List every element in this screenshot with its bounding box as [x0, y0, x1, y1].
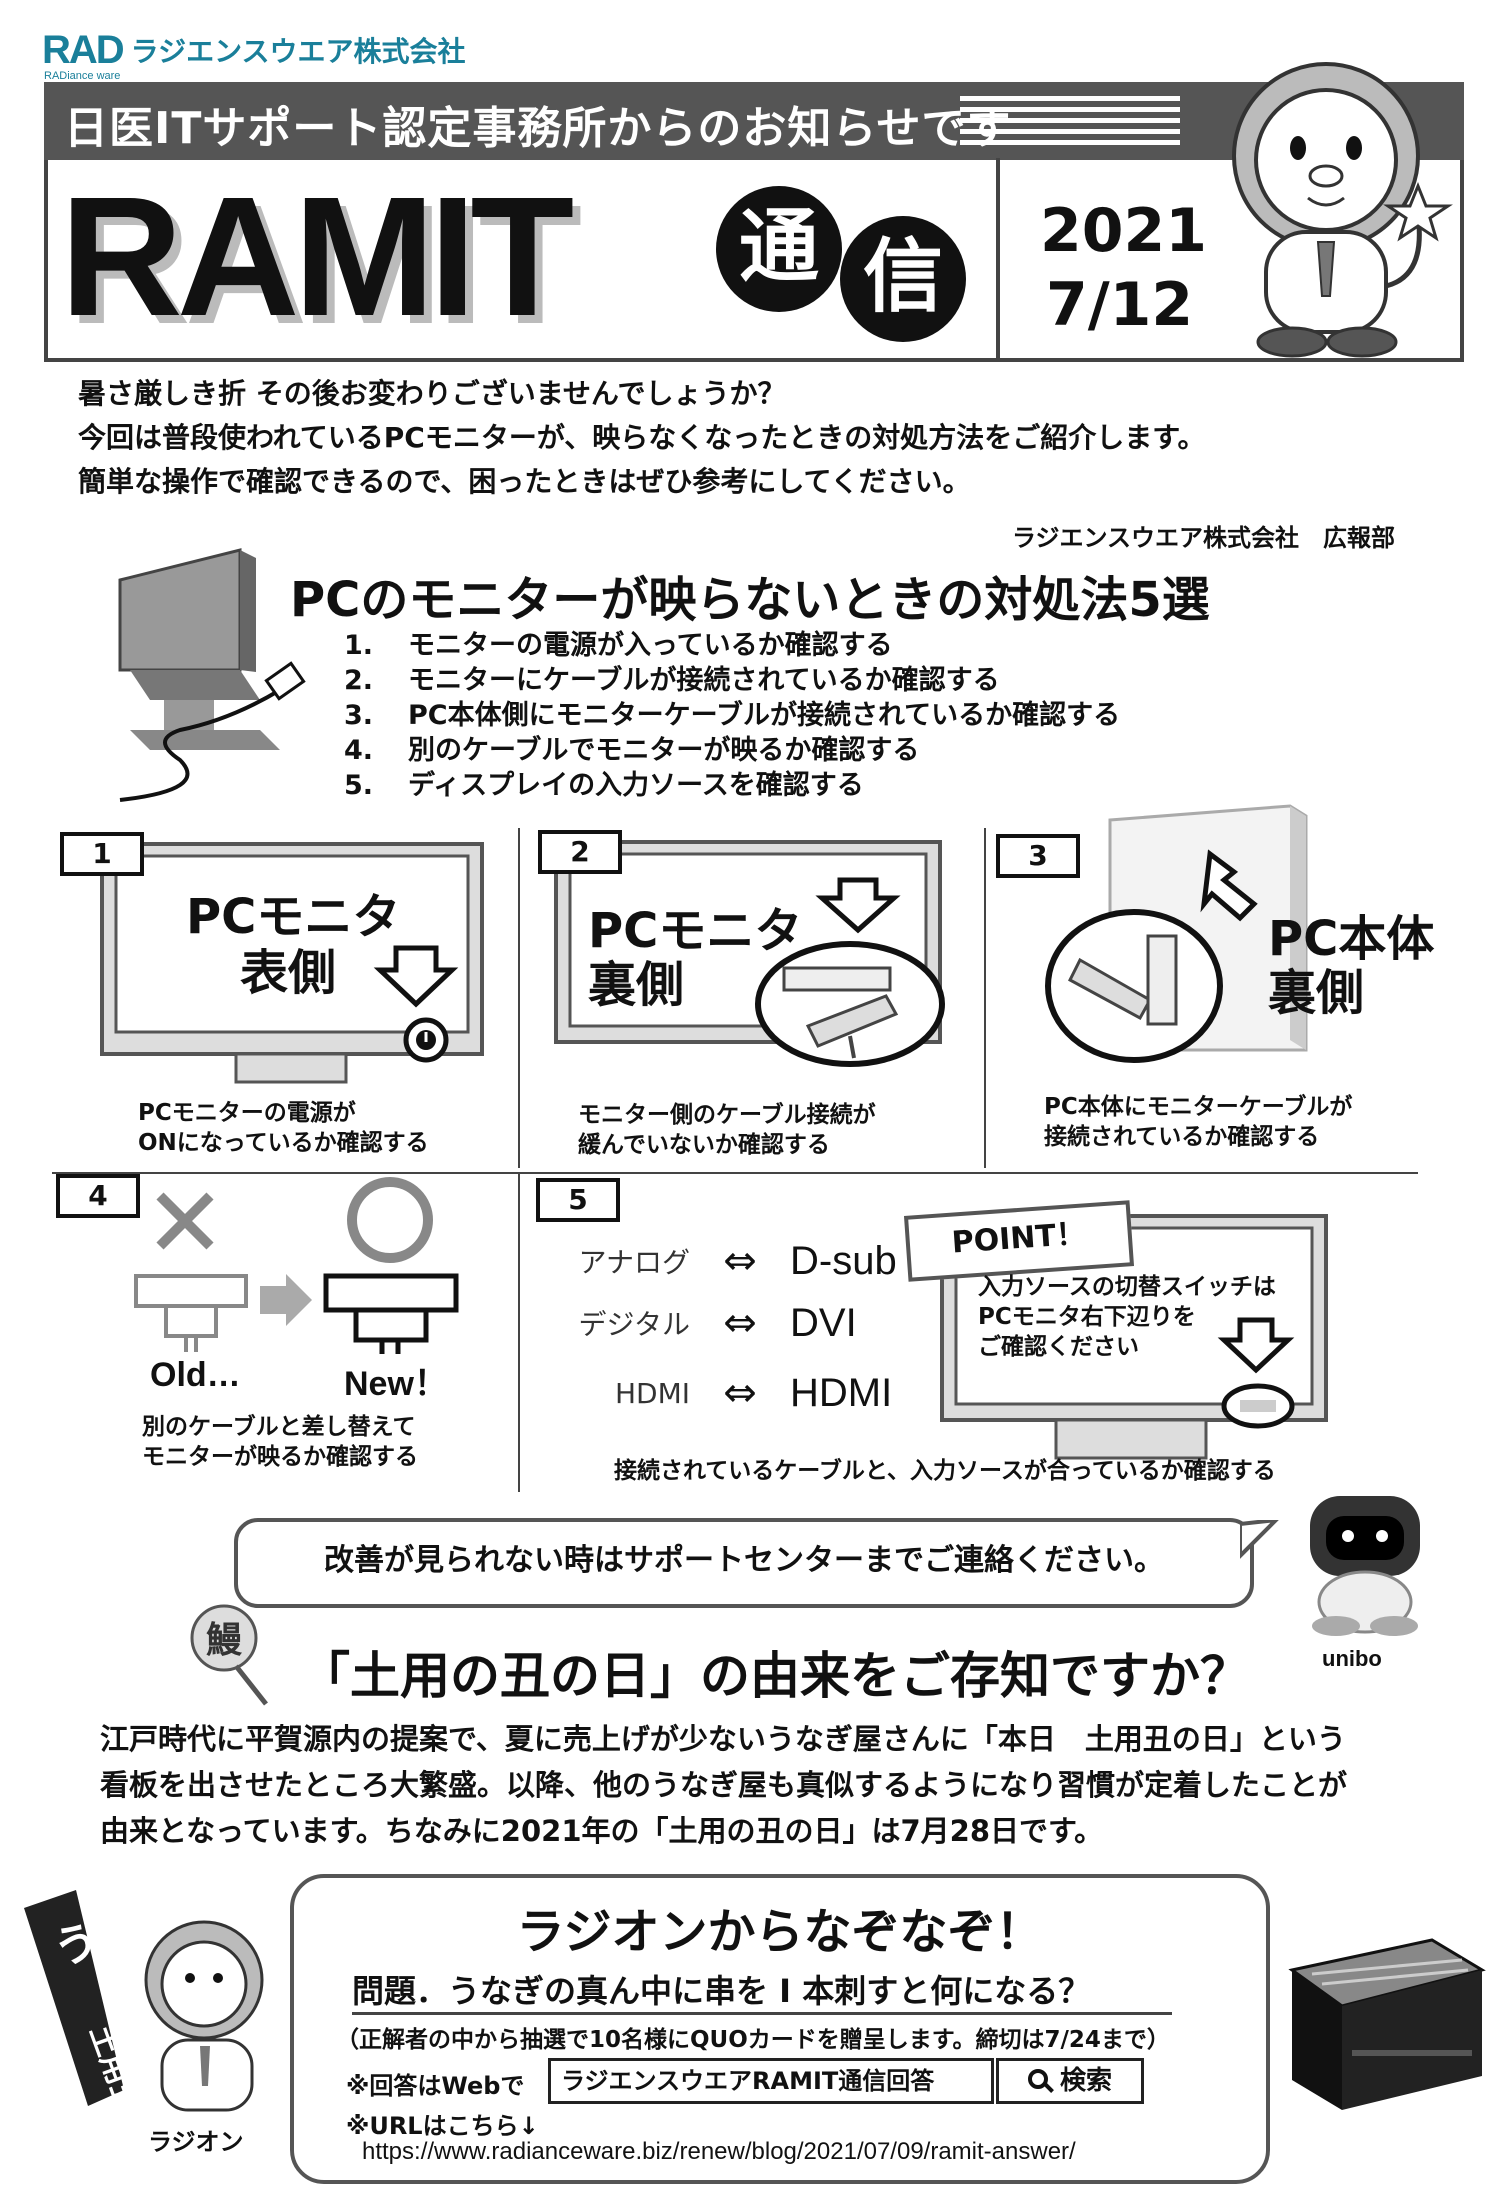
double-arrow-icon: ⇔ — [723, 1370, 757, 1416]
company-name: ラジエンスウエア株式会社 — [130, 35, 466, 68]
title-kanji-shin: 信 — [840, 216, 966, 342]
signal-pair-hdmi: HDMI ⇔ HDMI — [614, 1370, 893, 1416]
issue-date: 7/12 — [1046, 270, 1194, 340]
step-4-caption-line-2: モニターが映るか確認する — [142, 1444, 418, 1470]
step-3-label-line-1: PC本体 — [1268, 911, 1435, 967]
tips-list-item: 5.ディスプレイの入力ソースを確認する — [344, 770, 864, 801]
robot-illustration — [1310, 1496, 1420, 1636]
answer-label: ※回答はWebで — [346, 2072, 525, 2100]
lion-banner-illustration: うなぎ 土用丑の日 — [24, 1887, 264, 2160]
title-kanji-tsu: 通 — [716, 186, 842, 312]
step-2-label-line-2: 裏側 — [588, 957, 685, 1013]
tips-list-item: 3.PC本体側にモニターケーブルが接続されているか確認する — [344, 700, 1121, 731]
step-3-caption-line-2: 接続されているか確認する — [1044, 1124, 1320, 1150]
search-input[interactable]: ラジエンスウエアRAMIT通信回答 — [548, 2058, 994, 2104]
eel-sign-char: 鰻 — [206, 1620, 243, 1661]
search-button[interactable]: 検索 — [996, 2058, 1144, 2104]
new-cable-label: New！ — [344, 1365, 448, 1403]
monitor-cable-illustration — [118, 548, 306, 802]
intro-line-1: 暑さ厳しき折 その後お変わりございませんでしょうか？ — [78, 377, 786, 410]
point-note-line-1: 入力ソースの切替スイッチは — [978, 1274, 1276, 1300]
cable-swap-illustration — [134, 1177, 459, 1354]
header-stripes — [960, 96, 1180, 148]
newsletter-title: RAMIT — [60, 162, 574, 352]
step-4-caption-line-1: 別のケーブルと差し替えて — [142, 1414, 416, 1440]
tips-list-item: 1.モニターの電源が入っているか確認する — [344, 630, 893, 661]
quiz-question: 問題．うなぎの真ん中に串を I 本刺すと何になる？ — [352, 1972, 1091, 2010]
step-number: 1 — [60, 832, 144, 876]
step-number: 2 — [538, 830, 622, 874]
step-number: 3 — [996, 834, 1080, 878]
company-logo: RAD RADiance ware ラジエンスウエア株式会社 — [42, 28, 466, 82]
step-2-label-line-1: PCモニタ — [588, 903, 803, 959]
monitor-front-illustration — [100, 842, 484, 1084]
doyo-line-1: 江戸時代に平賀源内の提案で、夏に売上げが少ないうなぎ屋さんに「本日 土用丑の日」… — [100, 1722, 1346, 1756]
doyo-line-2: 看板を出させたところ大繁盛。以降、他のうなぎ屋も真似するようになり習慣が定着した… — [100, 1768, 1348, 1802]
tips-list-item: 2.モニターにケーブルが接続されているか確認する — [344, 665, 1000, 696]
step-number: 5 — [536, 1178, 620, 1222]
grid-divider — [518, 1172, 520, 1492]
header-divider — [996, 158, 1000, 362]
step-1-caption-line-1: PCモニターの電源が — [138, 1100, 356, 1126]
unaju-box-illustration — [1288, 1938, 1486, 2110]
logo-mark: RAD — [42, 28, 125, 72]
quiz-underline — [352, 2012, 1172, 2015]
tips-title: PCのモニターが映らないときの対処法5選 — [290, 572, 1210, 628]
step-number: 4 — [56, 1174, 140, 1218]
tips-list: 1.モニターの電源が入っているか確認する 2.モニターにケーブルが接続されている… — [344, 628, 1120, 803]
signature: ラジエンスウエア株式会社 広報部 — [1012, 524, 1396, 552]
doyo-line-3: 由来となっています。ちなみに2021年の「土用の丑の日」は7月28日です。 — [100, 1814, 1104, 1848]
header-band-text: 日医ITサポート認定事務所からのお知らせです — [64, 103, 1012, 154]
quiz-note: （正解者の中から抽選で10名様にQUOカードを贈呈します。締切は7/24まで） — [336, 2027, 1170, 2053]
grid-divider — [52, 1172, 1418, 1174]
double-arrow-icon: ⇔ — [723, 1300, 757, 1346]
intro-line-2: 今回は普段使われているPCモニターが、映らなくなったときの対処方法をご紹介します… — [78, 421, 1206, 454]
quiz-box — [290, 1874, 1270, 2184]
point-note-line-3: ご確認ください — [978, 1334, 1139, 1360]
lion-mascot-illustration — [1232, 62, 1453, 358]
step-1-label-line-1: PCモニタ — [186, 889, 401, 945]
bubble-tail — [1240, 1520, 1279, 1559]
step-3-caption-line-1: PC本体にモニターケーブルが — [1044, 1094, 1353, 1120]
doyo-title: 「土用の丑の日」の由来をご存知ですか？ — [300, 1647, 1250, 1705]
monitor-back-illustration — [554, 840, 945, 1067]
step-2-caption-line-1: モニター側のケーブル接続が — [578, 1102, 876, 1128]
step-3-label-line-2: 裏側 — [1268, 965, 1365, 1021]
logo-subtitle: RADiance ware — [44, 70, 121, 82]
search-button-label: 検索 — [1059, 2066, 1112, 2096]
step-1-label-line-2: 表側 — [240, 945, 337, 1001]
eel-sign-illustration: 鰻 — [190, 1604, 268, 1706]
intro-line-3: 簡単な操作で確認できるので、困ったときはぜひ参考にしてください。 — [78, 465, 971, 498]
step-5-caption: 接続されているケーブルと、入力ソースが合っているか確認する — [614, 1458, 1276, 1484]
old-cable-label: Old… — [150, 1356, 241, 1394]
support-message: 改善が見られない時はサポートセンターまでご連絡ください。 — [324, 1543, 1164, 1578]
point-note-line-2: PCモニタ右下辺りを — [978, 1304, 1196, 1330]
signal-pair-digital: デジタル ⇔ DVI — [578, 1300, 857, 1346]
header-band — [44, 82, 1464, 160]
tips-list-item: 4.別のケーブルでモニターが映るか確認する — [344, 735, 920, 766]
robot-label: unibo — [1322, 1646, 1382, 1671]
url-label: ※URLはこちら↓ — [346, 2112, 539, 2140]
grid-divider — [518, 828, 520, 1168]
support-bubble — [234, 1518, 1254, 1608]
step-2-caption-line-2: 緩んでいないか確認する — [578, 1132, 830, 1158]
grid-divider — [984, 828, 986, 1168]
mascot-label: ラジオン — [148, 2128, 244, 2156]
pc-tower-illustration — [1045, 804, 1308, 1063]
quiz-title: ラジオンからなぞなぞ！ — [516, 1904, 1044, 1960]
double-arrow-icon: ⇔ — [723, 1238, 757, 1284]
step-1-caption-line-2: ONになっているか確認する — [138, 1130, 429, 1156]
search-icon — [1027, 2068, 1048, 2089]
answer-url-link[interactable]: https://www.radianceware.biz/renew/blog/… — [362, 2138, 1076, 2165]
signal-pair-analog: アナログ ⇔ D-sub — [578, 1238, 897, 1284]
doyo-body: 江戸時代に平賀源内の提案で、夏に売上げが少ないうなぎ屋さんに「本日 土用丑の日」… — [100, 1716, 1440, 1854]
issue-year: 2021 — [1040, 196, 1207, 266]
